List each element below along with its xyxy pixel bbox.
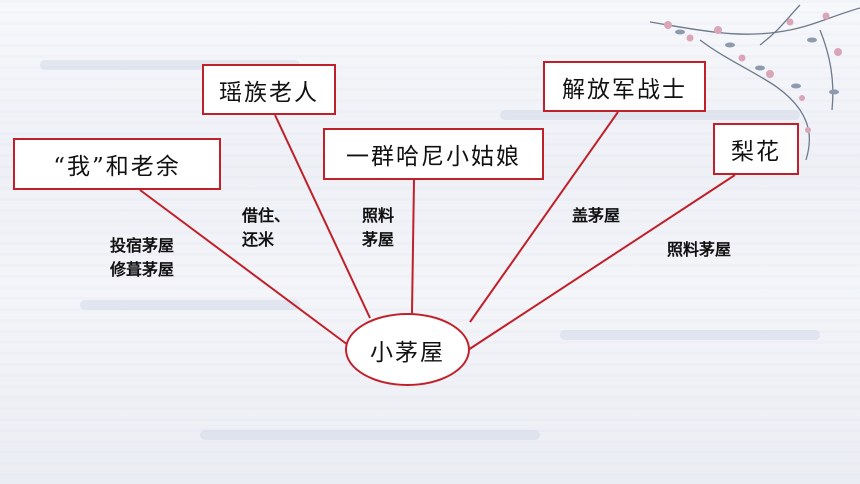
edge-line-lihua bbox=[467, 174, 736, 351]
background-streak bbox=[560, 330, 820, 340]
node-wo-and-laoyu: “我”和老余 bbox=[13, 138, 221, 190]
background-streak bbox=[40, 60, 300, 70]
edge-line-wo bbox=[139, 189, 349, 346]
edge-line-yao bbox=[274, 114, 371, 319]
background-streak bbox=[500, 110, 800, 120]
edge-label-lihua: 照料茅屋 bbox=[667, 240, 732, 259]
node-pla-soldier: 解放军战士 bbox=[543, 61, 706, 112]
background-streak bbox=[200, 430, 540, 440]
node-hani-girls: 一群哈尼小姑娘 bbox=[323, 128, 544, 180]
edge-label-soldier: 盖茅屋 bbox=[572, 206, 621, 225]
edge-label-girl: 照料 茅屋 bbox=[362, 206, 395, 249]
node-yao-elder: 瑶族老人 bbox=[202, 64, 336, 115]
edge-line-girl bbox=[411, 179, 415, 314]
center-node-hut: 小茅屋 bbox=[345, 313, 470, 386]
node-pear-blossom: 梨花 bbox=[713, 123, 799, 175]
background-streak bbox=[80, 300, 300, 310]
edge-label-yao: 借住、 还米 bbox=[242, 206, 291, 249]
edge-label-wo: 投宿茅屋 修葺茅屋 bbox=[110, 236, 175, 279]
edge-line-soldier bbox=[469, 111, 619, 323]
